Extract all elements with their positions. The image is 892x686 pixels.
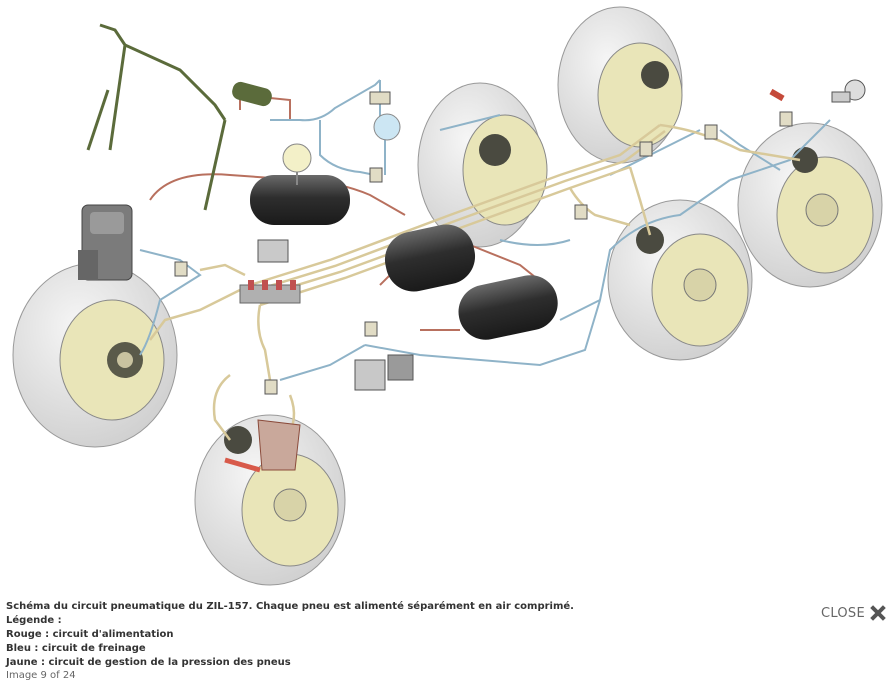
caption-legend-red: Rouge : circuit d'alimentation <box>6 629 174 640</box>
caption-legend-blue: Bleu : circuit de freinage <box>6 643 146 654</box>
brake-circuit-lines <box>139 79 831 381</box>
image-caption: Schéma du circuit pneumatique du ZIL-157… <box>6 600 766 670</box>
tire-rear-right-2 <box>737 122 883 288</box>
distribution-valves <box>239 280 301 304</box>
air-tank-2 <box>384 224 476 292</box>
tap-valve-red <box>769 88 785 102</box>
brake-cylinder <box>232 81 272 107</box>
tire-rear-right-1 <box>557 6 683 164</box>
close-x-icon[interactable] <box>870 605 886 621</box>
air-tank-3 <box>458 275 558 340</box>
caption-legend-heading: Légende : <box>6 615 62 626</box>
image-counter: Image 9 of 24 <box>6 670 76 681</box>
tire-front-left <box>12 262 178 448</box>
compressor <box>78 204 133 281</box>
caption-title: Schéma du circuit pneumatique du ZIL-157… <box>6 601 574 612</box>
close-button[interactable]: CLOSE <box>821 605 886 621</box>
governor <box>257 239 289 263</box>
rear-brake-chamber <box>224 419 301 473</box>
tire-rear-left-1 <box>607 199 753 361</box>
air-tank-1 <box>250 175 350 225</box>
brake-valve <box>354 354 414 391</box>
diagram-image <box>12 6 883 586</box>
brake-pedal-assembly <box>86 23 227 211</box>
pneumatic-circuit-diagram <box>12 6 883 586</box>
caption-legend-yellow: Jaune : circuit de gestion de la pressio… <box>6 657 291 668</box>
tire-rear-left-2 <box>194 414 346 586</box>
trailer-coupling <box>831 79 866 103</box>
close-label: CLOSE <box>820 605 865 621</box>
line-fittings <box>174 91 793 395</box>
pressure-gauge-yellow <box>282 143 312 185</box>
tire-front-right <box>417 82 548 248</box>
pressure-gauge-blue <box>373 113 401 141</box>
